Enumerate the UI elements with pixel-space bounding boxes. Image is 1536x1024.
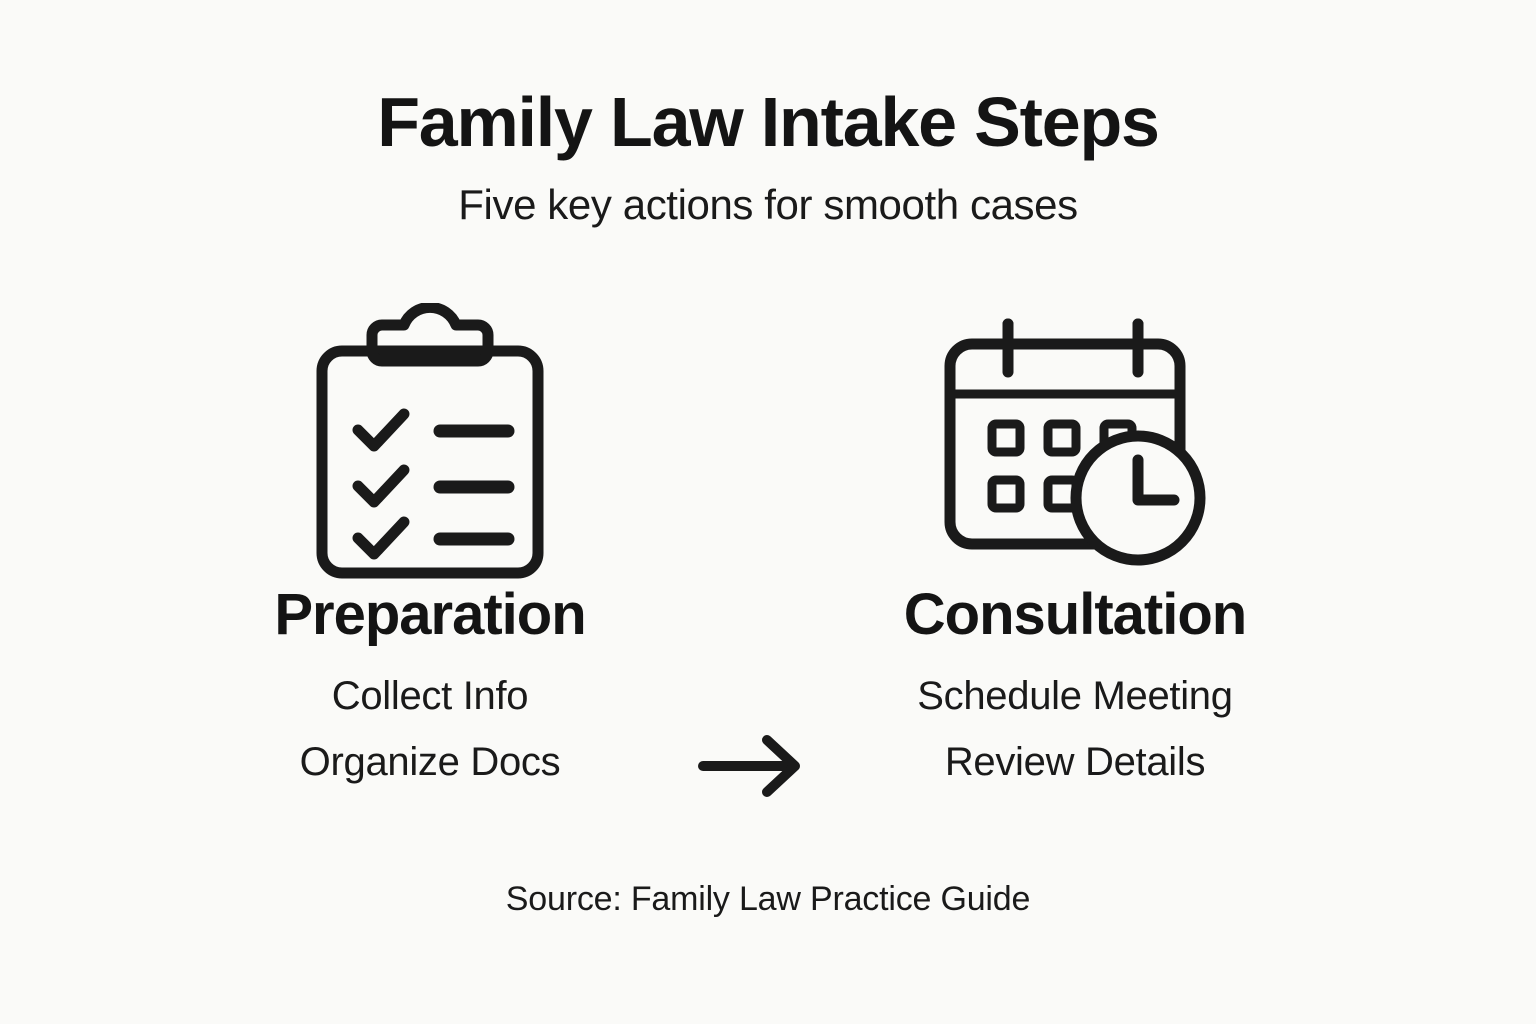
step-preparation: Preparation Collect Info Organize Docs	[195, 300, 665, 782]
page-subtitle: Five key actions for smooth cases	[458, 180, 1078, 228]
calendar-clock-icon	[944, 318, 1206, 565]
source-caption: Source: Family Law Practice Guide	[505, 880, 1031, 918]
step-consultation-icon-wrap	[840, 300, 1310, 585]
step-preparation-label: Preparation	[274, 582, 586, 647]
step-preparation-item-2: Organize Docs	[299, 739, 561, 784]
connector-arrow	[695, 730, 815, 800]
step-preparation-icon-wrap	[195, 300, 665, 585]
steps-row: Preparation Collect Info Organize Docs	[0, 300, 1536, 860]
step-preparation-item-1: Collect Info	[331, 673, 529, 718]
header: Family Law Intake Steps Five key actions…	[0, 83, 1536, 228]
step-consultation-item-1: Schedule Meeting	[917, 673, 1233, 718]
clipboard-checklist-icon	[316, 302, 544, 578]
arrow-right-icon	[698, 735, 800, 797]
step-consultation-item-2: Review Details	[944, 739, 1206, 784]
page-title: Family Law Intake Steps	[377, 83, 1160, 161]
step-consultation: Consultation Schedule Meeting Review Det…	[840, 300, 1310, 782]
step-consultation-label: Consultation	[903, 582, 1247, 647]
